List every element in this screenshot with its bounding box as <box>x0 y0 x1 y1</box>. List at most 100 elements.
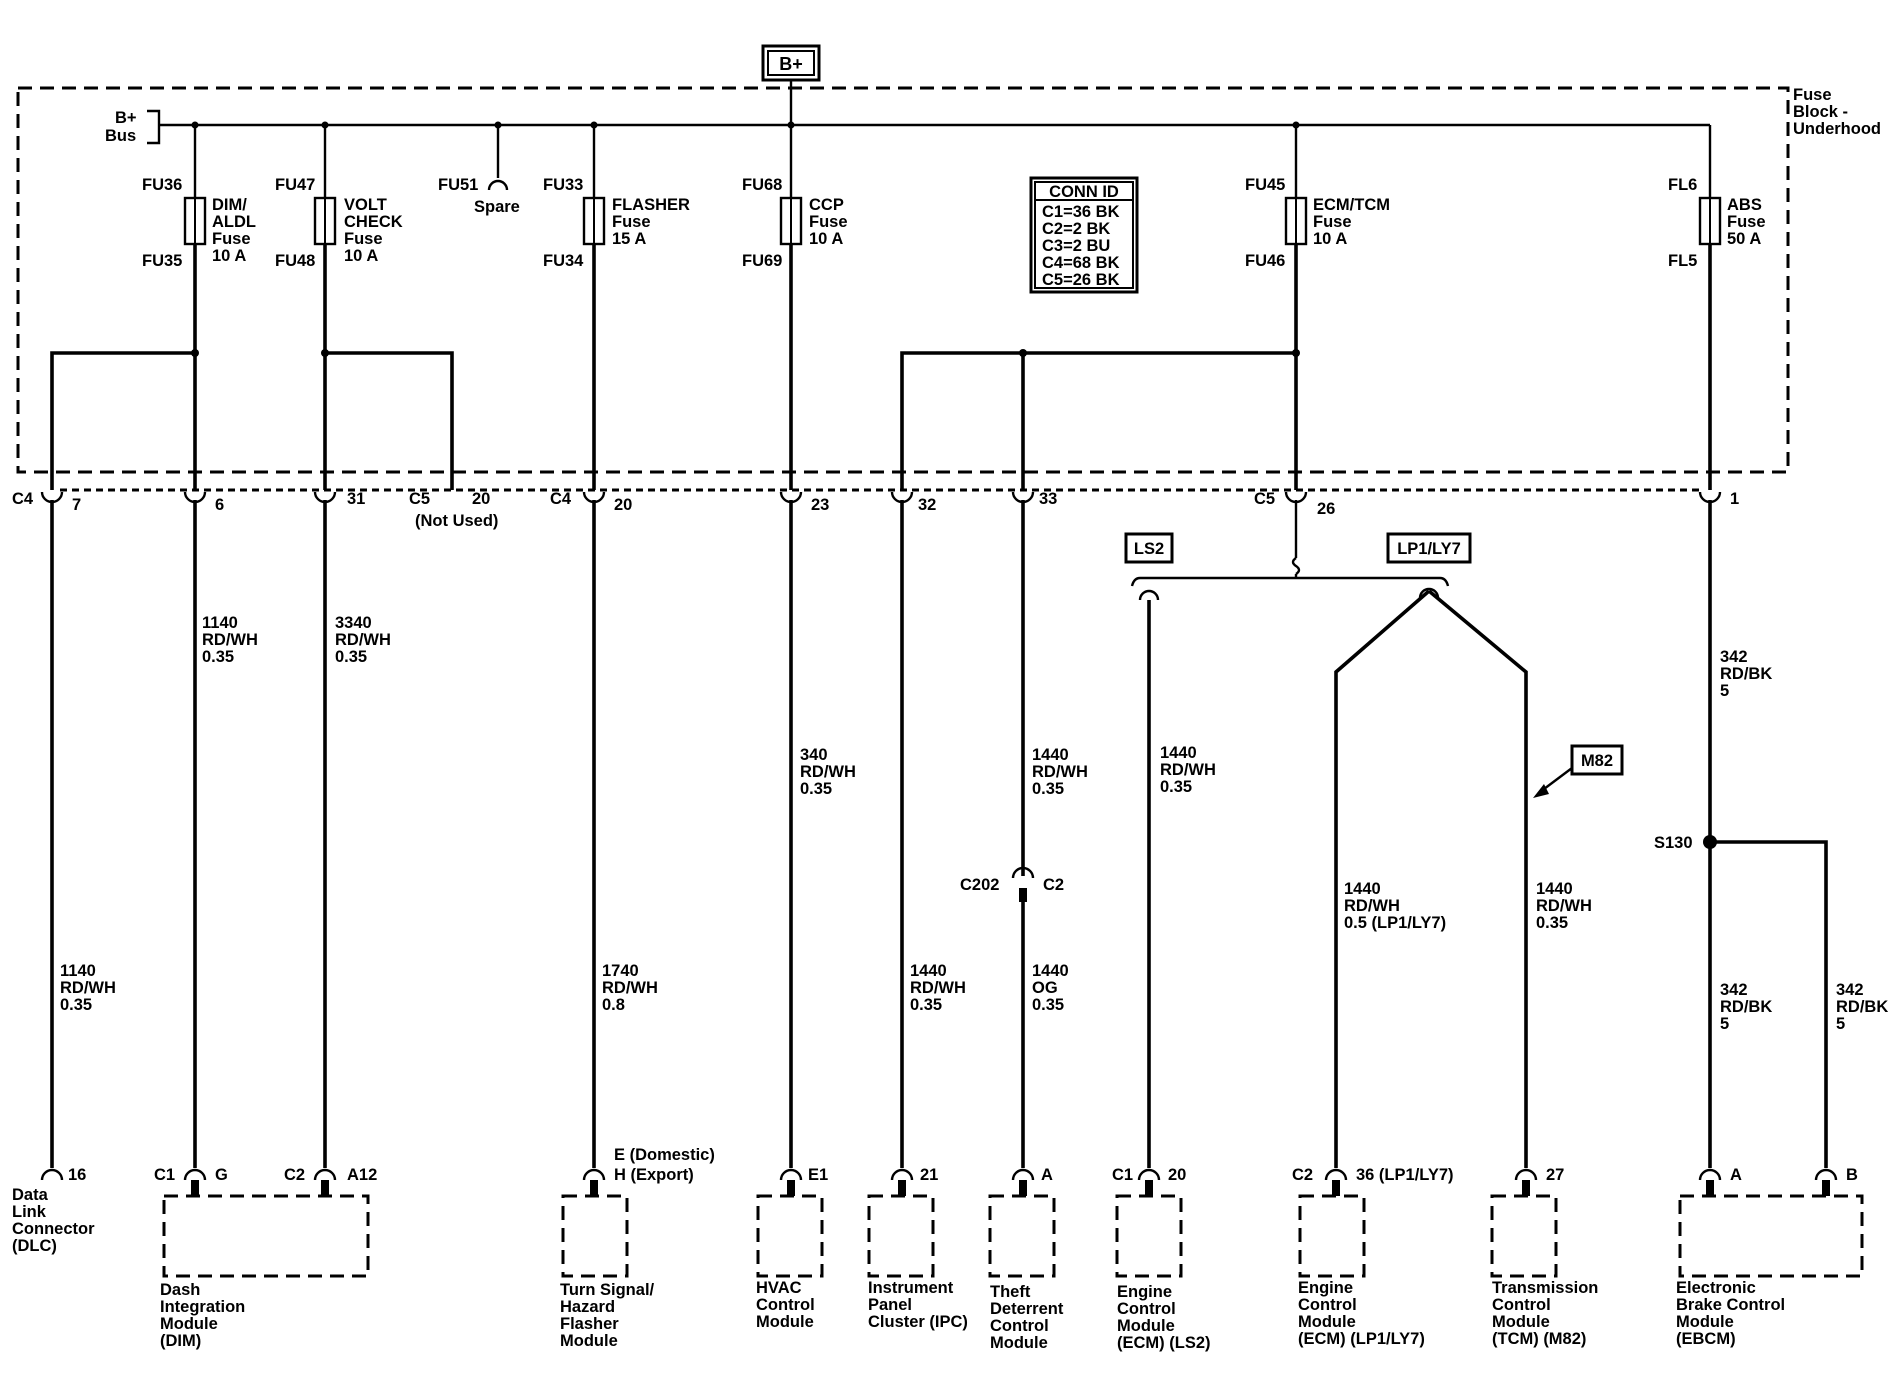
svg-text:CCP: CCP <box>809 196 844 214</box>
svg-text:C2: C2 <box>284 1166 305 1184</box>
svg-text:Underhood: Underhood <box>1793 120 1881 138</box>
svg-text:20: 20 <box>614 496 632 514</box>
svg-text:15 A: 15 A <box>612 230 646 248</box>
svg-text:FU68: FU68 <box>742 176 782 194</box>
svg-text:16: 16 <box>68 1166 86 1184</box>
svg-text:RD/WH: RD/WH <box>800 763 856 781</box>
svg-text:0.35: 0.35 <box>1032 780 1064 798</box>
svg-text:1440: 1440 <box>1160 744 1197 762</box>
svg-text:Brake Control: Brake Control <box>1676 1296 1785 1314</box>
svg-text:Transmission: Transmission <box>1492 1279 1598 1297</box>
svg-text:RD/BK: RD/BK <box>1836 998 1888 1016</box>
svg-text:Integration: Integration <box>160 1298 245 1316</box>
svg-text:RD/BK: RD/BK <box>1720 665 1772 683</box>
svg-text:342: 342 <box>1836 981 1864 999</box>
svg-text:C5=26 BK: C5=26 BK <box>1042 271 1120 289</box>
fuse-ccp: FU68 FU69 CCP Fuse 10 A <box>742 125 848 270</box>
svg-text:FU34: FU34 <box>543 252 584 270</box>
svg-text:Control: Control <box>756 1296 815 1314</box>
svg-text:Deterrent: Deterrent <box>990 1300 1064 1318</box>
svg-text:ECM/TCM: ECM/TCM <box>1313 196 1390 214</box>
svg-text:33: 33 <box>1039 490 1057 508</box>
svg-text:CONN ID: CONN ID <box>1049 183 1119 201</box>
svg-text:Module: Module <box>990 1334 1048 1352</box>
svg-text:DIM/: DIM/ <box>212 196 247 214</box>
svg-text:342: 342 <box>1720 648 1748 666</box>
svg-text:C1=36 BK: C1=36 BK <box>1042 203 1120 221</box>
connector-row: C4 7 6 31 C5 20 (Not Used) C4 20 23 32 3… <box>12 488 1739 530</box>
svg-text:Module: Module <box>1298 1313 1356 1331</box>
svg-text:(DLC): (DLC) <box>12 1237 57 1255</box>
svg-text:Electronic: Electronic <box>1676 1279 1756 1297</box>
svg-text:FU47: FU47 <box>275 176 315 194</box>
svg-text:FU33: FU33 <box>543 176 583 194</box>
svg-text:0.35: 0.35 <box>335 648 367 666</box>
svg-text:FU51: FU51 <box>438 176 478 194</box>
svg-text:21: 21 <box>920 1166 938 1184</box>
svg-text:FU48: FU48 <box>275 252 315 270</box>
svg-text:Flasher: Flasher <box>560 1315 619 1333</box>
svg-text:1440: 1440 <box>1536 880 1573 898</box>
svg-text:(Not Used): (Not Used) <box>415 512 498 530</box>
svg-text:C2: C2 <box>1043 876 1064 894</box>
svg-text:A12: A12 <box>347 1166 377 1184</box>
svg-text:FLASHER: FLASHER <box>612 196 690 214</box>
svg-text:E (Domestic): E (Domestic) <box>614 1146 715 1164</box>
svg-text:1740: 1740 <box>602 962 639 980</box>
svg-text:1440: 1440 <box>1344 880 1381 898</box>
svg-text:Connector: Connector <box>12 1220 95 1238</box>
svg-text:Module: Module <box>1492 1313 1550 1331</box>
svg-text:Module: Module <box>160 1315 218 1333</box>
fuse-volt-check: FU47 FU48 VOLT CHECK Fuse 10 A <box>275 125 403 270</box>
inline-connector-c202: C202 C2 <box>960 866 1064 902</box>
svg-text:6: 6 <box>215 496 224 514</box>
svg-text:RD/WH: RD/WH <box>202 631 258 649</box>
svg-text:Fuse: Fuse <box>212 230 251 248</box>
svg-text:Fuse: Fuse <box>1727 213 1766 231</box>
svg-text:Control: Control <box>1298 1296 1357 1314</box>
svg-text:Control: Control <box>990 1317 1049 1335</box>
svg-text:Module: Module <box>1676 1313 1734 1331</box>
svg-text:VOLT: VOLT <box>344 196 387 214</box>
fuse-ecm-tcm: FU45 FU46 ECM/TCM Fuse 10 A <box>1245 125 1390 270</box>
svg-text:0.35: 0.35 <box>1160 778 1192 796</box>
svg-text:Bus: Bus <box>105 127 136 145</box>
fuse-spare: FU51 Spare <box>438 125 520 216</box>
svg-text:Control: Control <box>1492 1296 1551 1314</box>
svg-text:RD/WH: RD/WH <box>910 979 966 997</box>
svg-text:32: 32 <box>918 496 936 514</box>
svg-text:FU35: FU35 <box>142 252 182 270</box>
fuse-flasher: FU33 FU34 FLASHER Fuse 15 A <box>543 125 690 270</box>
svg-text:0.35: 0.35 <box>1032 996 1064 1014</box>
svg-text:C4=68 BK: C4=68 BK <box>1042 254 1120 272</box>
svg-text:FU46: FU46 <box>1245 252 1285 270</box>
svg-text:23: 23 <box>811 496 829 514</box>
svg-text:0.35: 0.35 <box>800 780 832 798</box>
svg-text:M82: M82 <box>1581 752 1613 770</box>
svg-text:10 A: 10 A <box>1313 230 1347 248</box>
svg-text:Module: Module <box>1117 1317 1175 1335</box>
svg-text:C202: C202 <box>960 876 999 894</box>
svg-text:RD/WH: RD/WH <box>1160 761 1216 779</box>
svg-text:C3=2 BU: C3=2 BU <box>1042 237 1110 255</box>
svg-text:1: 1 <box>1730 490 1739 508</box>
svg-text:0.35: 0.35 <box>1536 914 1568 932</box>
svg-text:Block -: Block - <box>1793 103 1848 121</box>
svg-text:ABS: ABS <box>1727 196 1762 214</box>
svg-text:C2=2 BK: C2=2 BK <box>1042 220 1110 238</box>
svg-text:FU69: FU69 <box>742 252 782 270</box>
